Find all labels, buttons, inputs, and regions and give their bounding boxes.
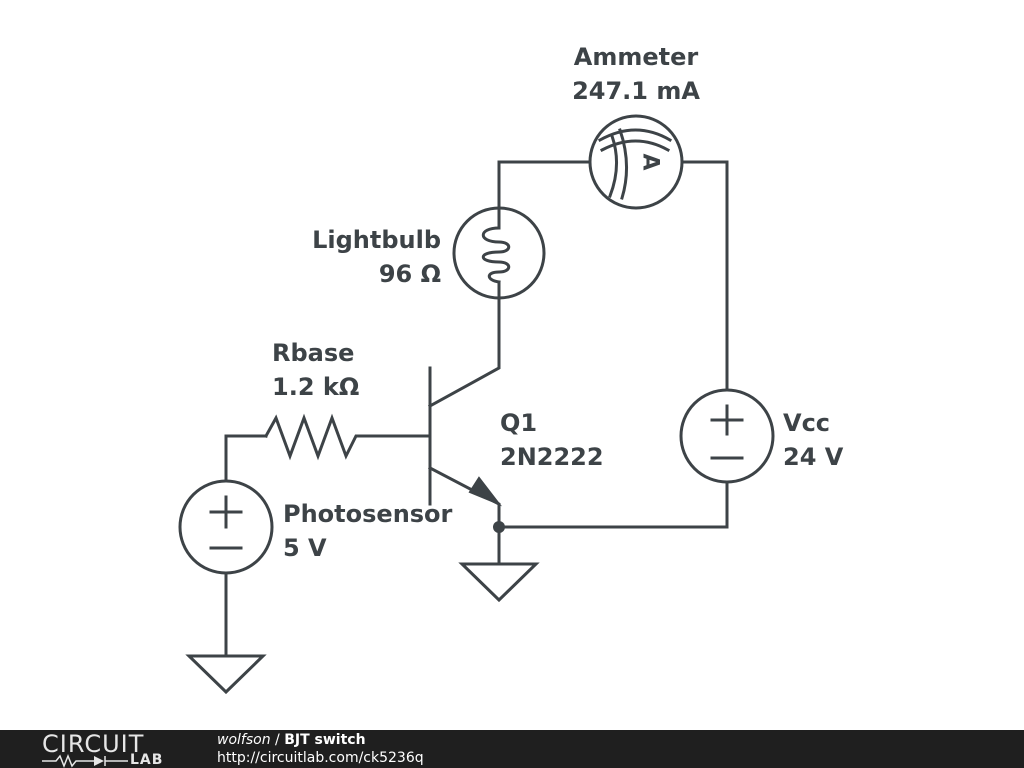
title-separator: / bbox=[275, 732, 280, 748]
lightbulb-name-label: Lightbulb bbox=[312, 226, 441, 254]
rbase-resistor[interactable] bbox=[263, 413, 368, 461]
ground-icon-photosensor bbox=[185, 654, 267, 695]
junction-dot bbox=[493, 521, 505, 533]
photosensor-value-label: 5 V bbox=[283, 534, 327, 562]
circuit-url[interactable]: http://circuitlab.com/ck5236q bbox=[217, 750, 424, 766]
wire-bulb-collector bbox=[427, 296, 501, 409]
logo-circuit-text: CIRCUIT bbox=[42, 730, 145, 758]
circuit-schematic: A Ammeter 247.1 mA Lightbulb 96 Ω Rbase … bbox=[178, 43, 844, 695]
transistor-value-label: 2N2222 bbox=[500, 443, 604, 471]
wires bbox=[224, 160, 729, 658]
wire-top-right bbox=[680, 160, 729, 392]
vcc-value-label: 24 V bbox=[783, 443, 844, 471]
rbase-name-label: Rbase bbox=[272, 339, 354, 367]
wire-top-left bbox=[497, 160, 592, 210]
logo-lab-text: LAB bbox=[130, 752, 164, 768]
ammeter-body bbox=[588, 114, 684, 210]
circuitlab-logo[interactable]: CIRCUIT LAB bbox=[42, 732, 182, 768]
ammeter-symbol: A bbox=[638, 153, 663, 170]
emitter-arrow-icon bbox=[468, 476, 503, 507]
photosensor-source[interactable] bbox=[178, 479, 274, 575]
transistor-q1[interactable] bbox=[428, 366, 503, 507]
ground-icon-emitter bbox=[458, 562, 540, 603]
photosensor-name-label: Photosensor bbox=[283, 500, 453, 528]
wire-photosensor-rbase bbox=[224, 434, 268, 483]
ammeter[interactable]: A bbox=[588, 114, 684, 210]
wire-vcc-return bbox=[497, 480, 729, 529]
ammeter-name-label: Ammeter bbox=[574, 43, 699, 71]
author-name[interactable]: wolfson bbox=[217, 732, 271, 748]
vcc-name-label: Vcc bbox=[783, 409, 830, 437]
ammeter-value-label: 247.1 mA bbox=[572, 77, 700, 105]
vcc-source[interactable] bbox=[679, 388, 775, 484]
lightbulb-value-label: 96 Ω bbox=[379, 260, 441, 288]
transistor-name-label: Q1 bbox=[500, 409, 537, 437]
lightbulb[interactable] bbox=[452, 206, 546, 300]
lightbulb-filament-icon bbox=[481, 226, 511, 284]
ammeter-scale-icon bbox=[597, 128, 673, 200]
footer-bar: CIRCUIT LAB wolfson / BJT switch http://… bbox=[0, 730, 1024, 768]
circuit-title[interactable]: BJT switch bbox=[284, 732, 366, 748]
vcc-body bbox=[679, 388, 775, 484]
photosensor-body bbox=[178, 479, 274, 575]
circuit-credit: wolfson / BJT switch http://circuitlab.c… bbox=[217, 731, 424, 767]
logo-circuit-trace-icon bbox=[42, 754, 128, 768]
rbase-value-label: 1.2 kΩ bbox=[272, 373, 359, 401]
